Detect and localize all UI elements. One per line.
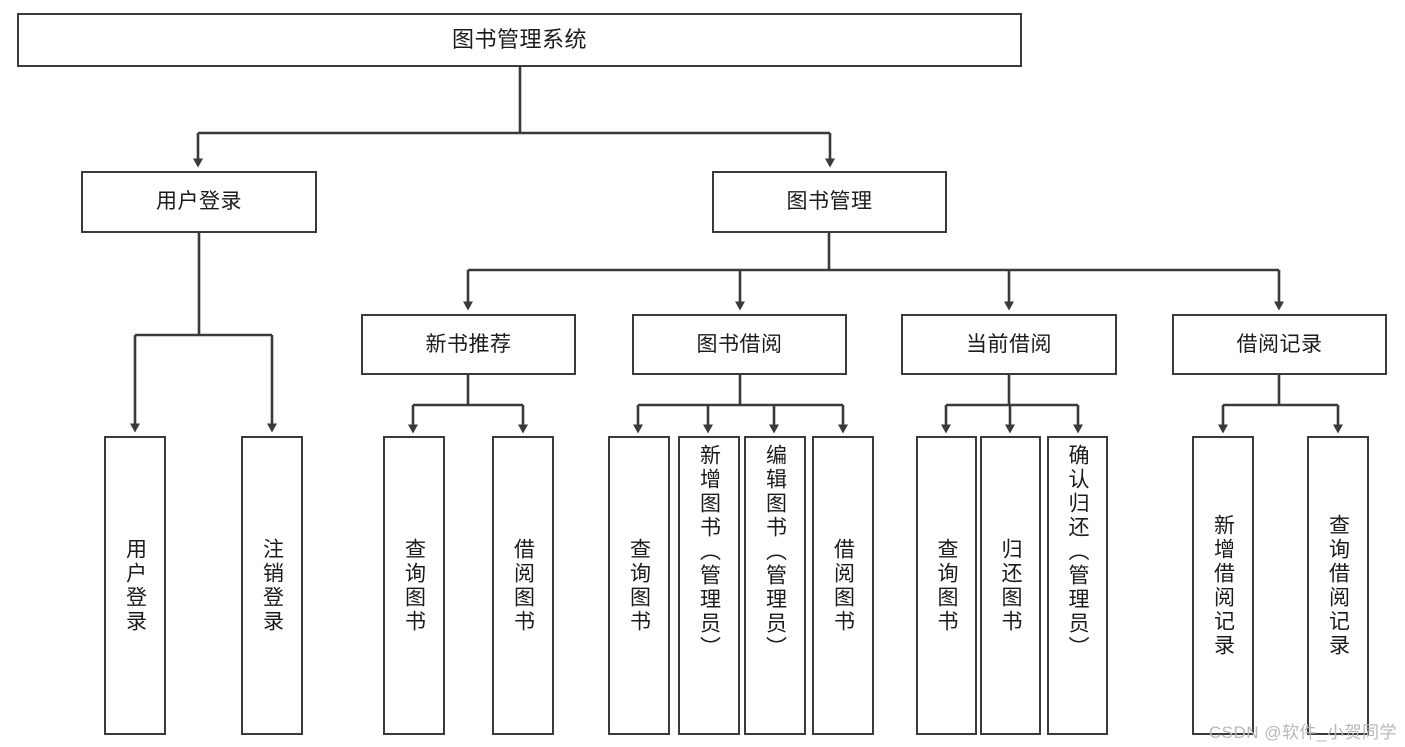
node-new-book-recommend[interactable]: 新书推荐 (361, 314, 576, 375)
watermark: CSDN @软件_小贺同学 (1208, 723, 1397, 742)
leaf-logout[interactable]: 注销登录 (241, 436, 303, 735)
leaf-return-book[interactable]: 归还图书 (980, 436, 1041, 735)
node-label: 注销登录 (260, 537, 284, 634)
node-book-borrow[interactable]: 图书借阅 (632, 314, 847, 375)
node-label: 新增图书（管理员） (697, 444, 721, 660)
node-label: 新书推荐 (425, 332, 512, 356)
node-label: 编辑图书（管理员） (763, 444, 787, 660)
node-label: 借阅记录 (1236, 332, 1323, 356)
node-label: 借阅图书 (831, 537, 855, 634)
node-label: 归还图书 (999, 537, 1022, 634)
node-label: 查询借阅记录 (1326, 513, 1350, 658)
leaf-query-book-borrow[interactable]: 查询图书 (608, 436, 670, 735)
node-label: 当前借阅 (966, 332, 1052, 356)
leaf-borrow-book-recommend[interactable]: 借阅图书 (492, 436, 554, 735)
node-current-borrow[interactable]: 当前借阅 (901, 314, 1117, 375)
leaf-query-book-recommend[interactable]: 查询图书 (383, 436, 445, 735)
node-label: 图书管理系统 (451, 26, 587, 52)
node-root-system[interactable]: 图书管理系统 (17, 13, 1022, 67)
node-label: 确认归还（管理员） (1066, 444, 1089, 660)
leaf-add-book-admin[interactable]: 新增图书（管理员） (678, 436, 740, 735)
leaf-query-book-current[interactable]: 查询图书 (916, 436, 977, 735)
node-label: 用户登录 (123, 537, 147, 634)
node-label: 借阅图书 (511, 537, 535, 634)
node-book-management[interactable]: 图书管理 (712, 171, 947, 233)
node-label: 查询图书 (627, 537, 651, 634)
node-label: 新增借阅记录 (1211, 513, 1235, 658)
leaf-user-login[interactable]: 用户登录 (104, 436, 166, 735)
node-label: 查询图书 (402, 537, 426, 634)
leaf-add-borrow-record[interactable]: 新增借阅记录 (1192, 436, 1254, 735)
node-label: 图书借阅 (696, 332, 783, 356)
leaf-query-borrow-record[interactable]: 查询借阅记录 (1307, 436, 1369, 735)
leaf-borrow-book[interactable]: 借阅图书 (812, 436, 874, 735)
leaf-edit-book-admin[interactable]: 编辑图书（管理员） (744, 436, 806, 735)
node-label: 查询图书 (935, 537, 958, 634)
node-label: 用户登录 (156, 190, 242, 214)
leaf-confirm-return-admin[interactable]: 确认归还（管理员） (1047, 436, 1108, 735)
node-user-login[interactable]: 用户登录 (81, 171, 317, 233)
node-label: 图书管理 (786, 190, 873, 214)
node-borrow-records[interactable]: 借阅记录 (1172, 314, 1387, 375)
